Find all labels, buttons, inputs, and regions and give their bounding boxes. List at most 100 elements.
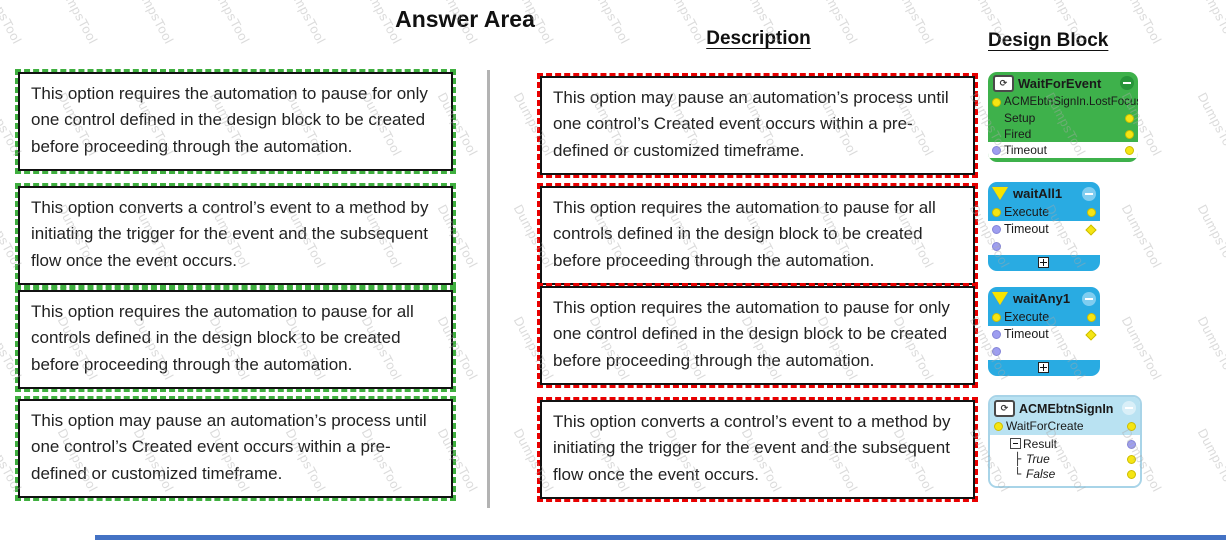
wait-activity-icon bbox=[994, 400, 1015, 417]
add-icon[interactable] bbox=[1038, 257, 1049, 268]
answer-box-2-text: This option converts a control’s event t… bbox=[31, 198, 429, 270]
watermark-text: DumpsTool bbox=[282, 0, 329, 47]
input-port-icon[interactable] bbox=[994, 422, 1003, 431]
add-icon[interactable] bbox=[1038, 362, 1049, 373]
waitall1-header: waitAll1 bbox=[988, 182, 1100, 204]
waitforcreate-row: WaitForCreate bbox=[990, 418, 1140, 435]
answer-box-4[interactable]: This option may pause an automation’s pr… bbox=[15, 395, 456, 502]
waitforevent-timeout-row: Timeout bbox=[988, 142, 1138, 158]
tree-branch-icon: ├ bbox=[1014, 452, 1022, 466]
input-port-icon[interactable] bbox=[992, 97, 1001, 107]
column-divider bbox=[487, 70, 490, 508]
waitall1-execute-row: Execute bbox=[988, 204, 1100, 221]
waitany1-execute-row: Execute bbox=[988, 309, 1100, 326]
acmebtnsignin-header: ACMEbtnSignIn bbox=[990, 397, 1140, 418]
false-label: False bbox=[1026, 467, 1056, 481]
output-port-icon[interactable] bbox=[1087, 208, 1096, 217]
tree-branch-icon: └ bbox=[1014, 467, 1022, 481]
watermark-text: DumpsTool bbox=[1118, 314, 1165, 383]
description-box-2-text: This option requires the automation to p… bbox=[553, 198, 936, 270]
design-block-waitany1[interactable]: waitAny1 Execute Timeout bbox=[988, 287, 1100, 376]
setup-label: Setup bbox=[1004, 111, 1036, 125]
bottom-blue-bar bbox=[95, 535, 1226, 540]
description-box-3-text: This option requires the automation to p… bbox=[553, 298, 950, 370]
watermark-text: DumpsTool bbox=[1194, 426, 1226, 495]
timeout-input-port-icon[interactable] bbox=[992, 145, 1001, 155]
output-port-icon[interactable] bbox=[1125, 129, 1134, 139]
input-port-icon[interactable] bbox=[992, 347, 1001, 356]
page-title: Answer Area bbox=[395, 6, 535, 32]
result-row: Result bbox=[1010, 437, 1140, 452]
watermark-text: DumpsTool bbox=[1194, 0, 1226, 47]
timeout-diamond-port-icon[interactable] bbox=[1085, 223, 1097, 236]
wait-activity-icon bbox=[993, 75, 1014, 92]
timeout-diamond-port-icon[interactable] bbox=[1085, 328, 1097, 341]
fired-label: Fired bbox=[1004, 127, 1032, 141]
waitforevent-title: WaitForEvent bbox=[1018, 76, 1102, 91]
output-port-icon[interactable] bbox=[1087, 313, 1096, 322]
waitforevent-header: WaitForEvent bbox=[988, 72, 1138, 94]
waitforevent-event-row: ACMEbtnSignIn.LostFocus bbox=[988, 94, 1138, 110]
description-box-1[interactable]: This option may pause an automation’s pr… bbox=[537, 72, 978, 179]
output-port-icon[interactable] bbox=[1125, 145, 1134, 155]
waitall1-title: waitAll1 bbox=[1013, 186, 1063, 201]
timeout-input-port-icon[interactable] bbox=[992, 225, 1001, 234]
collapse-icon[interactable] bbox=[1082, 187, 1096, 201]
watermark-text: DumpsTool bbox=[1194, 314, 1226, 383]
waitany1-title: waitAny1 bbox=[1013, 291, 1071, 306]
waitany1-header: waitAny1 bbox=[988, 287, 1100, 309]
waitany1-timeout-row: Timeout bbox=[988, 326, 1100, 343]
answer-box-1[interactable]: This option requires the automation to p… bbox=[15, 68, 456, 175]
watermark-text: DumpsTool bbox=[0, 0, 25, 47]
execute-label: Execute bbox=[1004, 310, 1050, 324]
answer-box-3[interactable]: This option requires the automation to p… bbox=[15, 286, 456, 393]
waitall1-extra-row bbox=[988, 238, 1100, 255]
description-box-1-text: This option may pause an automation’s pr… bbox=[553, 88, 949, 160]
output-port-icon[interactable] bbox=[1125, 113, 1134, 123]
true-port-icon[interactable] bbox=[1127, 455, 1136, 464]
collapse-icon[interactable] bbox=[1120, 76, 1134, 90]
watermark-text: DumpsTool bbox=[1118, 202, 1165, 271]
input-port-icon[interactable] bbox=[992, 313, 1001, 322]
watermark-text: DumpsTool bbox=[206, 0, 253, 47]
answer-box-4-text: This option may pause an automation’s pr… bbox=[31, 411, 427, 483]
waitany1-extra-row bbox=[988, 343, 1100, 360]
timeout-input-port-icon[interactable] bbox=[992, 330, 1001, 339]
collapse-icon[interactable] bbox=[1082, 292, 1096, 306]
event-name: ACMEbtnSignIn.LostFocus bbox=[1004, 96, 1138, 108]
trigger-triangle-icon bbox=[992, 292, 1008, 305]
design-block-waitall1[interactable]: waitAll1 Execute Timeout bbox=[988, 182, 1100, 271]
design-block-column-header: Design Block bbox=[988, 30, 1109, 51]
false-port-icon[interactable] bbox=[1127, 470, 1136, 479]
watermark-text: DumpsTool bbox=[1194, 90, 1226, 159]
waitforevent-fired-row: Fired bbox=[988, 126, 1138, 142]
design-block-waitforevent[interactable]: WaitForEvent ACMEbtnSignIn.LostFocus Set… bbox=[988, 72, 1138, 162]
collapse-tree-icon[interactable] bbox=[1010, 438, 1021, 449]
description-box-4[interactable]: This option converts a control’s event t… bbox=[537, 396, 978, 503]
collapse-icon[interactable] bbox=[1122, 401, 1136, 415]
answer-box-2[interactable]: This option converts a control’s event t… bbox=[15, 182, 456, 289]
waitforcreate-label: WaitForCreate bbox=[1006, 419, 1084, 433]
description-column-header: Description bbox=[706, 28, 811, 49]
timeout-label: Timeout bbox=[1004, 143, 1047, 157]
result-label: Result bbox=[1023, 437, 1058, 451]
input-port-icon[interactable] bbox=[992, 208, 1001, 217]
false-row: └ False bbox=[1010, 467, 1140, 482]
waitall1-footer bbox=[988, 255, 1100, 271]
result-port-icon[interactable] bbox=[1127, 440, 1136, 449]
result-tree: Result ├ True └ False bbox=[990, 435, 1140, 486]
output-port-icon[interactable] bbox=[1127, 422, 1136, 431]
waitany1-footer bbox=[988, 360, 1100, 376]
description-box-2[interactable]: This option requires the automation to p… bbox=[537, 182, 978, 289]
true-label: True bbox=[1026, 452, 1050, 466]
answer-box-3-text: This option requires the automation to p… bbox=[31, 302, 414, 374]
watermark-text: DumpsTool bbox=[130, 0, 177, 47]
description-box-3[interactable]: This option requires the automation to p… bbox=[537, 282, 978, 389]
design-block-acmebtnsignin[interactable]: ACMEbtnSignIn WaitForCreate Result ├ True… bbox=[988, 395, 1142, 488]
input-port-icon[interactable] bbox=[992, 242, 1001, 251]
watermark-text: DumpsTool bbox=[1194, 202, 1226, 271]
answer-box-1-text: This option requires the automation to p… bbox=[31, 84, 428, 156]
execute-label: Execute bbox=[1004, 205, 1050, 219]
waitall1-timeout-row: Timeout bbox=[988, 221, 1100, 238]
timeout-label: Timeout bbox=[1004, 222, 1049, 236]
